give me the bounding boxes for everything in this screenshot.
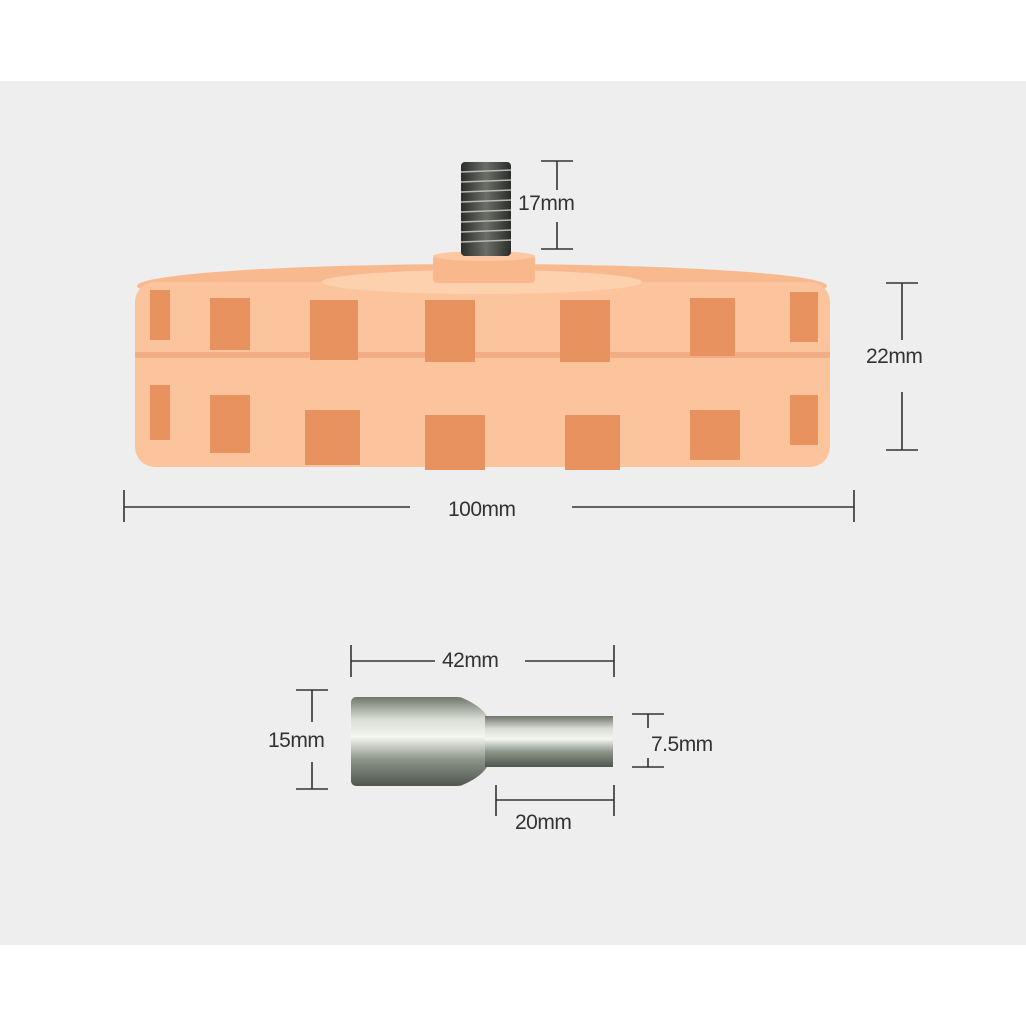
shank-length-label: 20mm	[515, 811, 572, 834]
shank-diameter-label: 7.5mm	[651, 733, 713, 756]
drill-adapter	[351, 697, 613, 786]
dimension-lines	[123, 160, 918, 816]
wheel-thickness-label: 22mm	[866, 345, 923, 368]
threaded-bolt	[460, 162, 512, 256]
adapter-diameter-label: 15mm	[268, 729, 325, 752]
gray-background-panel	[0, 81, 1026, 945]
eraser-wheel	[135, 251, 830, 470]
wheel-diameter-label: 100mm	[448, 498, 516, 521]
bolt-height-label: 17mm	[518, 192, 575, 215]
adapter-length-label: 42mm	[442, 649, 499, 672]
